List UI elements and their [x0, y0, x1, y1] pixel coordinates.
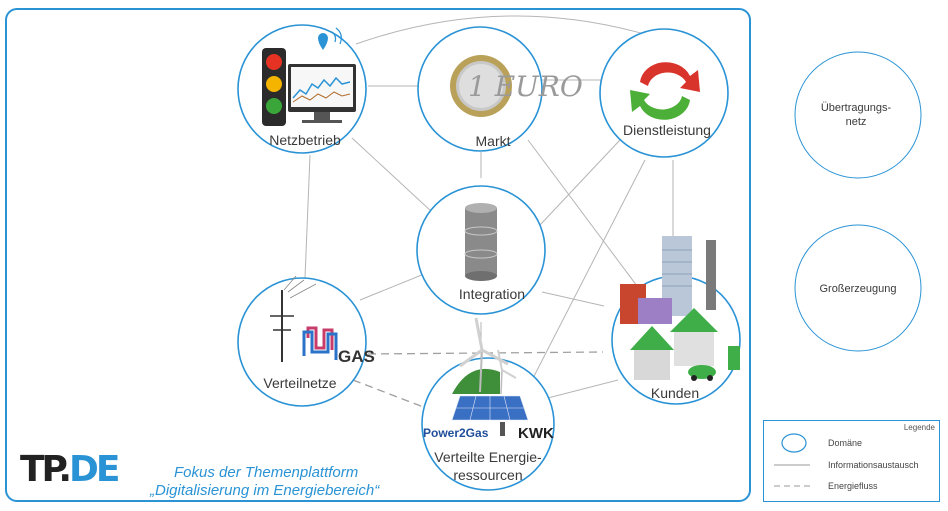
wind-solar-kwk-icon: Power2Gas KWK	[423, 317, 554, 442]
link-netzbetrieb-verteilnetze	[304, 154, 311, 279]
legend-box: Legende Domäne Informationsaustausch Ene…	[763, 420, 940, 502]
label-netzbetrieb: Netzbetrieb	[269, 132, 341, 148]
gas-text: GAS	[338, 347, 375, 366]
kwk-text: KWK	[518, 425, 554, 442]
tpde-logo: TP.DE	[20, 449, 121, 490]
label-dienstleistung: Dienstleistung	[623, 122, 711, 138]
legend-row-domain: Domäne	[772, 433, 937, 453]
traffic-light-monitor-icon	[262, 27, 356, 126]
legend-row-information: Informationsaustausch	[772, 455, 937, 475]
link-integration-kunden	[541, 291, 605, 307]
legend-domain-circle-icon	[781, 433, 807, 453]
city-houses-car-icon	[620, 236, 740, 381]
legend-dashed-line-icon	[774, 485, 810, 487]
legend-energy-label: Energiefluss	[828, 481, 878, 491]
legend-information-label: Informationsaustausch	[828, 460, 919, 470]
logo-tp: TP.	[20, 449, 72, 490]
label-kunden: Kunden	[651, 385, 699, 401]
euro-coin-icon: 1 EURO	[450, 55, 583, 117]
domain-circle-dienstleistung	[599, 28, 729, 158]
link-dienstleistung-integration	[539, 139, 621, 226]
energy-verteilnetze-verteilte	[352, 379, 427, 409]
label-uebertragung-line1: Übertragungs-	[821, 102, 892, 114]
label-verteilnetze: Verteilnetze	[263, 375, 336, 391]
label-markt: Markt	[476, 133, 511, 149]
power-pole-gas-icon: GAS	[270, 275, 375, 366]
label-uebertragung-line2: netz	[846, 116, 867, 128]
euro-coin-text: 1 EURO	[468, 70, 583, 103]
caption-line2: „Digitalisierung im Energiebereich“	[150, 482, 380, 499]
link-verteilte-kunden	[539, 379, 619, 401]
circular-arrows-icon	[630, 62, 700, 120]
logo-de: DE	[69, 449, 121, 490]
domain-circle-uebertragungsnetz	[794, 51, 922, 179]
legend-row-energy: Energiefluss	[772, 476, 937, 496]
legend-solid-line-icon	[774, 464, 810, 466]
legend-title: Legende	[903, 423, 935, 432]
domain-circle-verteilnetze	[237, 277, 367, 407]
caption-line1: Fokus der Themenplattform	[174, 464, 359, 481]
label-verteilte-line1: Verteilte Energie-	[434, 449, 542, 465]
link-netzbetrieb-integration	[351, 137, 433, 213]
label-verteilte-line2: ressourcen	[453, 467, 522, 483]
label-integration: Integration	[459, 286, 525, 302]
legend-domain-label: Domäne	[828, 438, 863, 448]
power2gas-text: Power2Gas	[423, 426, 489, 440]
link-dienstleistung-verteilte	[529, 159, 646, 385]
link-markt-kunden	[527, 139, 641, 291]
database-icon	[464, 203, 498, 281]
focus-caption: Fokus der Themenplattform „Digitalisieru…	[150, 464, 379, 500]
link-netzbetrieb-dienstleistung	[355, 15, 665, 45]
label-grosserzeugung: Großerzeugung	[819, 283, 896, 295]
domain-circle-grosserzeugung	[794, 224, 922, 352]
